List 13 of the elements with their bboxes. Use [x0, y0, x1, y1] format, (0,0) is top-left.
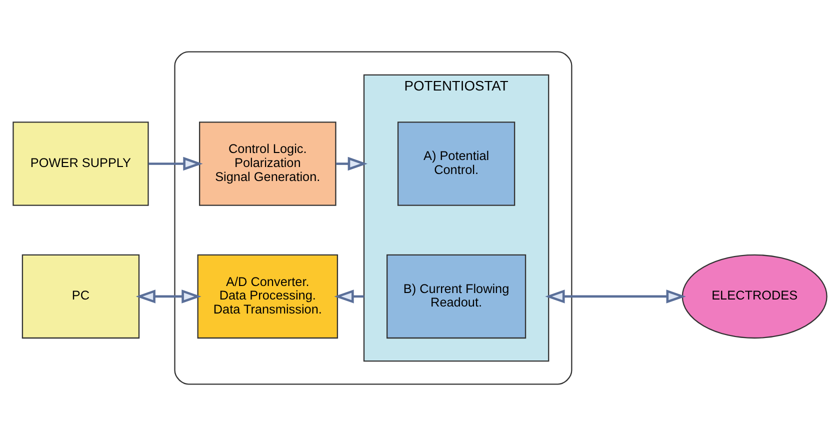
- arrow: [545, 289, 686, 303]
- node-box: B) Current Flowing Readout.: [386, 254, 526, 338]
- node-ellipse: ELECTRODES: [682, 254, 828, 338]
- arrow: [334, 289, 364, 303]
- arrow: [148, 156, 203, 170]
- node-box: PC: [22, 254, 140, 338]
- node-box: A) Potential Control.: [397, 121, 516, 206]
- node-box: A/D Converter. Data Processing. Data Transmission.: [197, 254, 338, 338]
- arrow: [136, 289, 202, 303]
- arrow: [336, 156, 368, 170]
- node-box: POWER SUPPLY: [12, 121, 149, 206]
- node-box: Control Logic. Polarization Signal Generation.: [199, 121, 336, 206]
- cluster: [174, 50, 572, 384]
